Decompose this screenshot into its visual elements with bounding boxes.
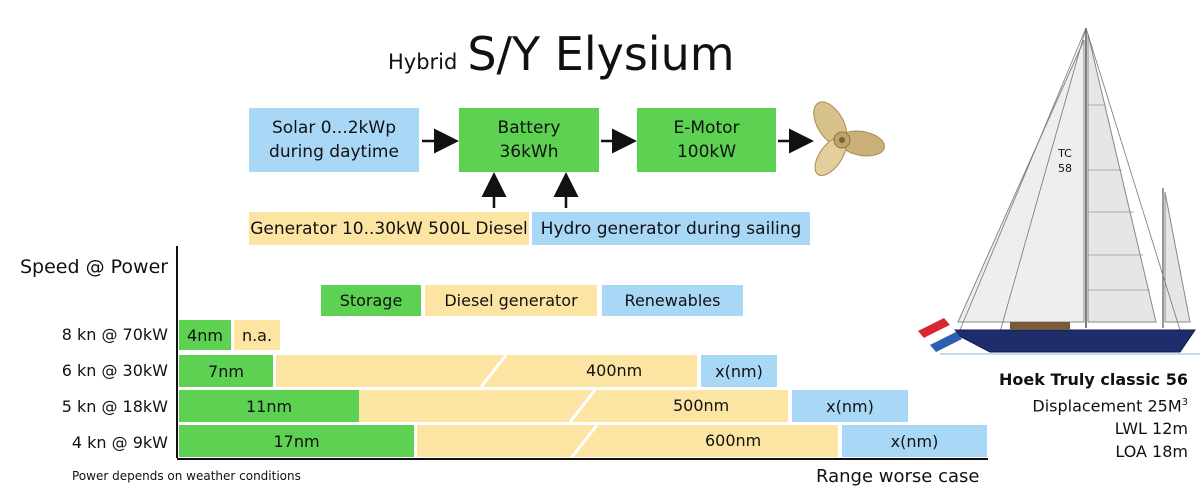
boat-name: Hoek Truly classic 56 — [999, 370, 1188, 389]
bar-diesel-8kn: n.a. — [234, 320, 280, 350]
row-label-4kn: 4 kn @ 9kW — [71, 433, 168, 452]
bar-storage-8kn: 4nm — [179, 320, 231, 350]
bar-storage-4kn: 17nm — [179, 425, 414, 457]
boat-displacement: Displacement 25M3 — [999, 391, 1188, 417]
legend-renewables: Renewables — [602, 285, 743, 316]
sailboat-illustration — [918, 27, 1200, 355]
bar-renewables-6kn: x(nm) — [701, 355, 777, 387]
sail-number: TC 58 — [1058, 147, 1072, 175]
break-mark-5kn — [568, 389, 597, 423]
bar-renewables-5kn: x(nm) — [792, 390, 908, 422]
bar-diesel-4kn-label: 600nm — [705, 431, 762, 450]
legend-diesel: Diesel generator — [425, 285, 597, 316]
y-axis-title: Speed @ Power — [20, 256, 169, 278]
footnote: Power depends on weather conditions — [72, 469, 301, 483]
title-main: S/Y Elysium — [467, 27, 735, 81]
break-mark-6kn — [479, 354, 508, 388]
bar-diesel-4kn: 600nm — [417, 425, 838, 457]
boat-specs: Hoek Truly classic 56 Displacement 25M3 … — [999, 368, 1188, 463]
hydro-box: Hydro generator during sailing — [532, 212, 810, 245]
row-label-8kn: 8 kn @ 70kW — [61, 325, 168, 344]
propeller-icon — [813, 101, 885, 176]
boat-loa: LOA 18m — [1115, 442, 1188, 462]
displacement-unit-exponent: 3 — [1181, 397, 1188, 408]
bar-storage-6kn: 7nm — [179, 355, 273, 387]
bar-diesel-6kn-label: 400nm — [586, 361, 643, 380]
legend-storage: Storage — [321, 285, 421, 316]
break-mark-4kn — [570, 424, 599, 458]
motor-box: E-Motor 100kW — [637, 108, 776, 172]
displacement-value: Displacement 25M — [1032, 396, 1182, 416]
battery-box: Battery 36kWh — [459, 108, 599, 172]
title-prefix: Hybrid — [388, 50, 458, 74]
bar-renewables-4kn: x(nm) — [842, 425, 987, 457]
bar-storage-5kn: 11nm — [179, 390, 359, 422]
row-label-6kn: 6 kn @ 30kW — [61, 361, 168, 380]
boat-lwl: LWL 12m — [1114, 419, 1188, 439]
solar-box: Solar 0...2kWp during daytime — [249, 108, 419, 172]
x-axis-title: Range worse case — [816, 466, 980, 487]
page-title: Hybrid S/Y Elysium — [388, 22, 735, 82]
row-label-5kn: 5 kn @ 18kW — [61, 397, 168, 416]
generator-box: Generator 10..30kW 500L Diesel — [249, 212, 529, 245]
